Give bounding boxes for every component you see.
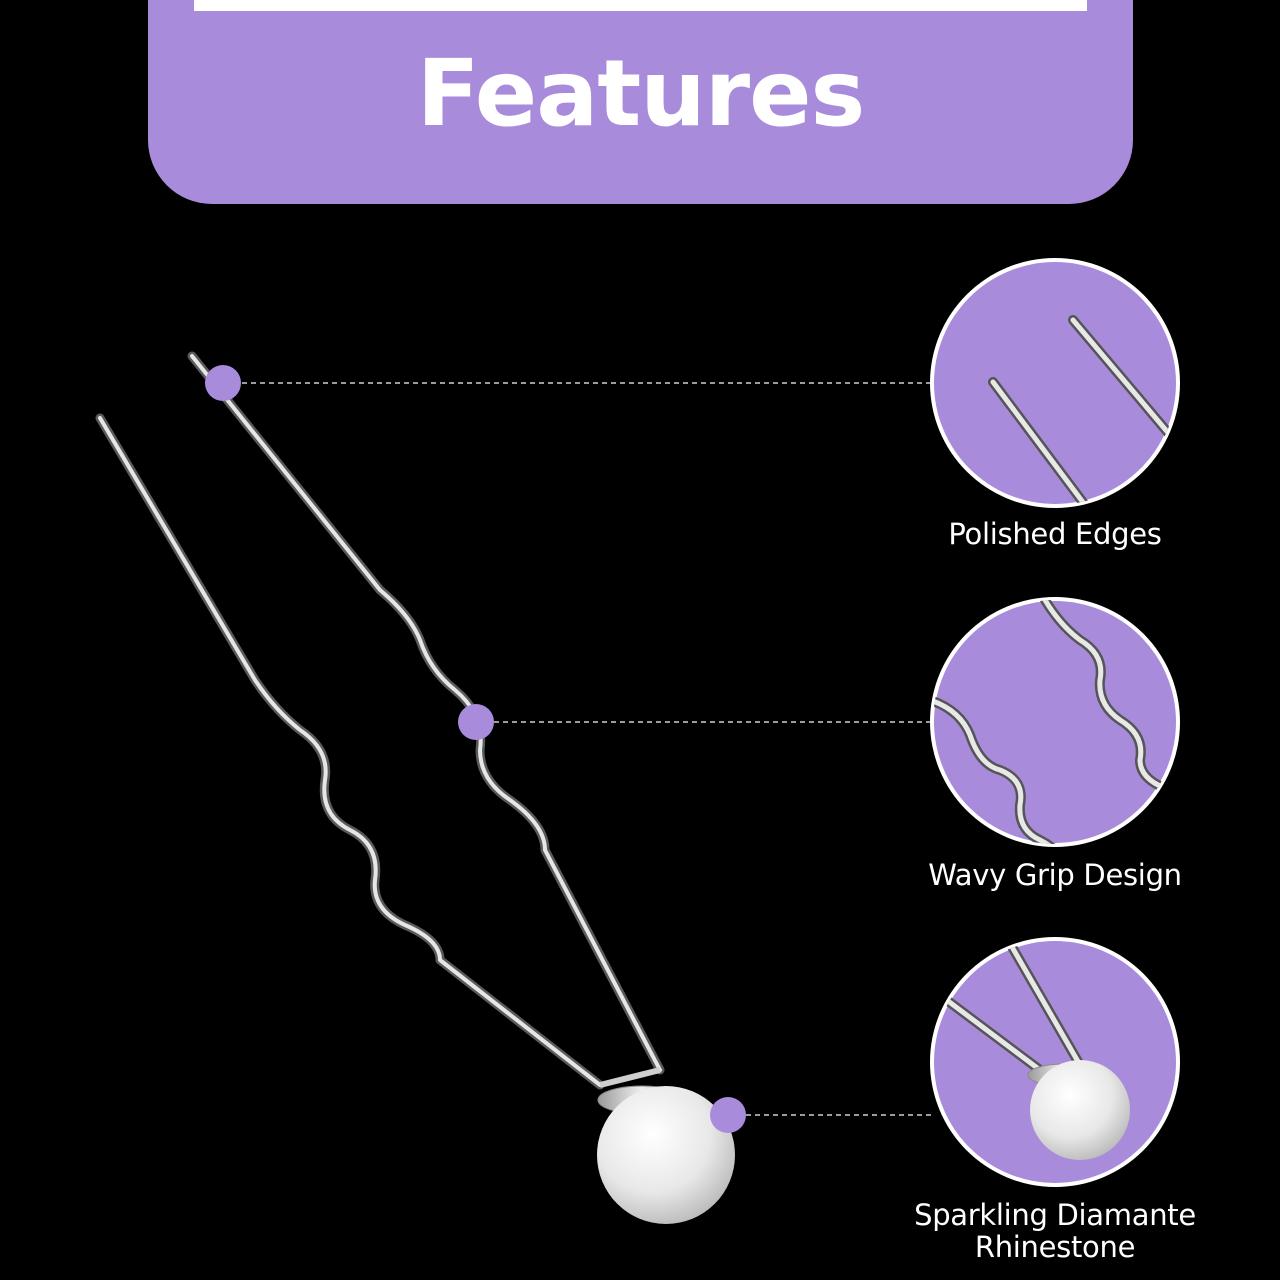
marker-dot-2 xyxy=(458,704,494,740)
feature-label-wavy-grip: Wavy Grip Design xyxy=(928,858,1182,892)
marker-dot-1 xyxy=(205,365,241,401)
header-panel: Features xyxy=(148,0,1133,204)
pin-tips-closeup-icon xyxy=(930,258,1180,508)
pearl-head-closeup-icon xyxy=(930,937,1180,1187)
page-title: Features xyxy=(416,40,866,147)
header-bar xyxy=(194,0,1087,11)
marker-dot-3 xyxy=(710,1097,746,1133)
wavy-prongs-closeup-icon xyxy=(930,597,1180,847)
hair-pin-icon xyxy=(95,351,735,1224)
feature-label-rhinestone: Sparkling Diamante Rhinestone xyxy=(914,1198,1196,1264)
feature-label-polished-edges: Polished Edges xyxy=(948,517,1162,551)
